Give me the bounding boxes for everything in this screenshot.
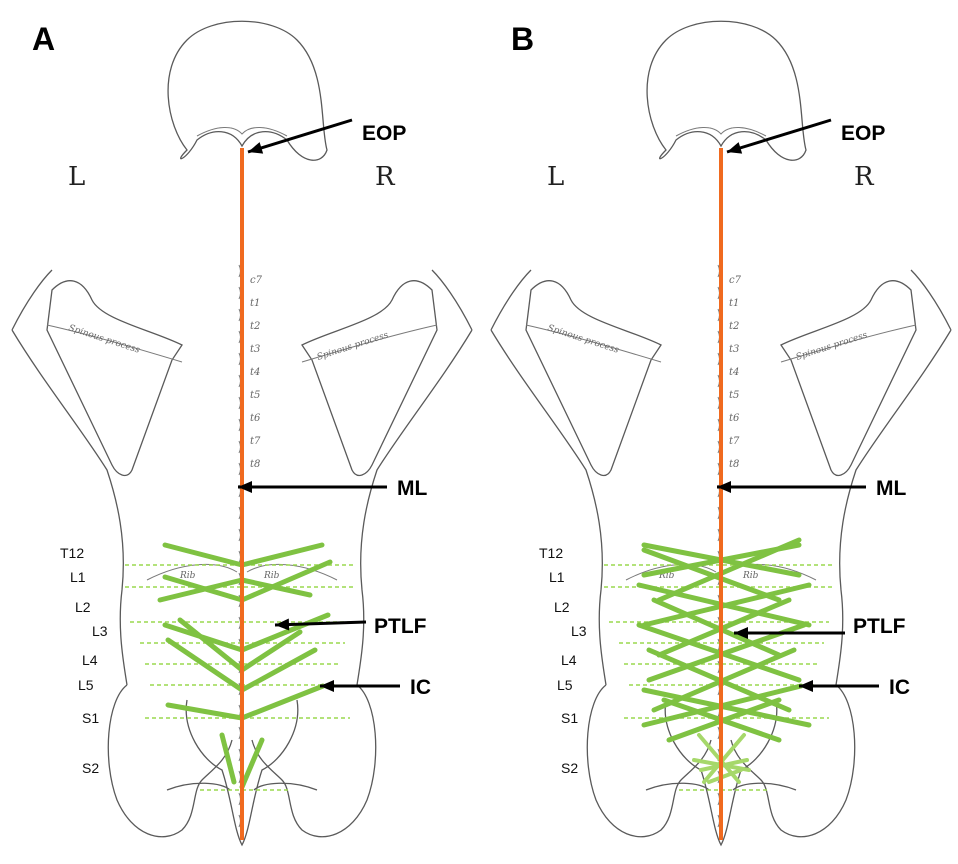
vertebra-label: t5 [729,390,739,401]
ptlf-label: PTLF [853,615,906,638]
vertebra-label: t3 [250,344,260,355]
ptlf-arrow-head [275,619,289,631]
rib-label-right: Rib [263,571,280,581]
vertebra-label: c7 [250,275,263,286]
vertebra-label: t4 [729,367,739,378]
level-label: S2 [82,760,99,776]
vertebra-label: t8 [250,459,260,470]
vertebra-label: t4 [250,367,260,378]
vertebra-label: t7 [250,436,261,447]
ml-label: ML [397,477,427,500]
ml-arrow [717,481,866,493]
panel-letter: B [511,21,534,57]
left-scapula [47,281,182,476]
level-label: L5 [78,677,94,693]
vertebra-label: t8 [729,459,739,470]
level-label: T12 [539,545,563,561]
skull-ridge [676,127,766,136]
right-side-label: R [854,162,875,192]
level-label: L3 [571,623,587,639]
right-side-label: R [375,162,396,192]
fiber-segment [242,650,315,690]
vertebra-label: t6 [729,413,740,424]
vertebra-label: t3 [729,344,739,355]
eop-arrow-shaft [727,120,831,152]
ptlf-fibers [160,545,330,787]
ic-arrow [320,680,400,692]
vertebra-label: t7 [729,436,740,447]
fiber-segment [168,705,242,718]
panel-b-diagram: BLRc7t1t2t3t4t5t6t7t8Spinous processSpin… [479,0,958,864]
skull-outline [647,21,806,160]
eop-arrow-head [248,142,263,153]
level-label: L1 [549,569,565,585]
skull-ridge [197,127,287,136]
level-label: S1 [82,710,99,726]
vertebra-label: t1 [729,298,739,309]
level-label: T12 [60,545,84,561]
level-label: L5 [557,677,573,693]
panel-letter: A [32,21,55,57]
ptlf-label: PTLF [374,615,427,638]
ic-arrow-head [799,680,813,692]
right-scapula [781,281,916,476]
eop-label: EOP [841,122,885,145]
eop-arrow-shaft [248,120,352,152]
spinous-process-label-left: Spinous process [546,323,620,356]
eop-arrow-head [727,142,742,153]
ic-arrow [799,680,879,692]
rib-label-right: Rib [742,571,759,581]
level-label: S2 [561,760,578,776]
fiber-segment [165,545,242,565]
level-label: L4 [82,652,98,668]
level-label: L1 [70,569,86,585]
level-label: L4 [561,652,577,668]
ic-label: IC [889,676,910,699]
left-side-label: L [68,162,85,192]
eop-arrow [727,120,831,154]
left-scapula [526,281,661,476]
ml-arrow [238,481,387,493]
level-label: L2 [75,599,91,615]
vertebra-label: t2 [729,321,739,332]
vertebra-label: t5 [250,390,260,401]
spinous-process-label-left: Spinous process [67,323,141,356]
fiber-segment [242,686,323,718]
right-ilium [731,685,855,837]
level-label: S1 [561,710,578,726]
fiber-segment [242,545,322,565]
ic-label: IC [410,676,431,699]
ml-label: ML [876,477,906,500]
level-label: L3 [92,623,108,639]
vertebra-label: t6 [250,413,261,424]
eop-arrow [248,120,352,154]
right-scapula [302,281,437,476]
vertebra-label: c7 [729,275,742,286]
ic-arrow-head [320,680,334,692]
vertebra-label: t2 [250,321,260,332]
left-side-label: L [547,162,564,192]
skull-outline [168,21,327,160]
vertebra-label: t1 [250,298,260,309]
eop-label: EOP [362,122,406,145]
level-label: L2 [554,599,570,615]
